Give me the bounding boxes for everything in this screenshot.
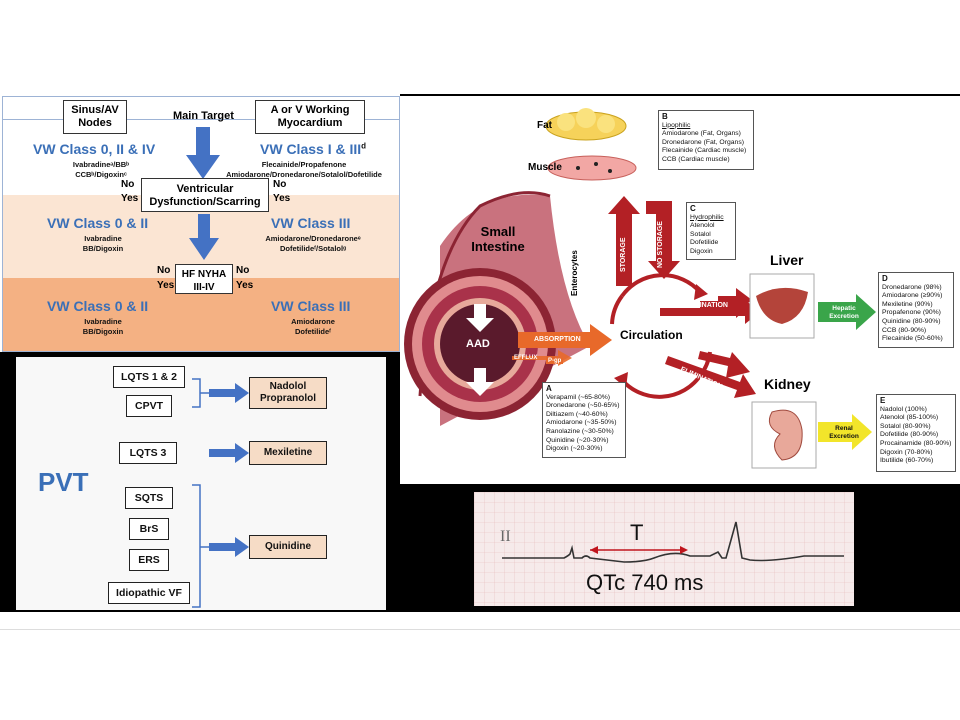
ventricular-dysfunction-box: Ventricular Dysfunction/Scarring [141,178,269,212]
yes-right-2: Yes [236,280,254,291]
pgp-label: P-gp [546,358,564,364]
storage-label: STORAGE [620,237,627,273]
info-box-a: A Verapamil (~65-80%) Dronedarone (~50-6… [542,382,626,458]
condition-ers: ERS [129,549,169,571]
slide-bottom-rule [0,629,960,630]
black-panel-top-right [400,94,960,96]
top-right-drugs-1: Flecainide/Propafenone [261,160,347,169]
bot-left-drugs-1: Ivabradine [84,317,122,326]
no-right-2: No [236,265,250,276]
no-storage-label: NO STORAGE [657,221,664,268]
renal-label: Renal Excretion [829,425,859,440]
absorption-label: ABSORPTION [534,336,581,343]
ecg-t-label: T [630,520,644,545]
renal-arrow [818,414,872,450]
hepatic-label: Hepatic Excretion [829,305,859,320]
down-arrow-1 [186,127,220,179]
condition-idiopathic-vf: Idiopathic VF [108,582,190,604]
muscle-label: Muscle [528,162,562,173]
ecg-lead-label: II [500,528,511,545]
yes-left-2: Yes [157,280,175,291]
fat-label: Fat [537,120,552,131]
pvt-panel: PVT LQTS 1 & 2 CPVT LQTS 3 SQTS BrS ERS … [16,357,386,610]
absorption-arrow [518,324,612,356]
ecg-qtc-label: QTc 740 ms [586,570,704,595]
ecg-trace [502,521,844,563]
pvt-title: PVT [38,467,89,497]
efflux-arrow [512,350,572,366]
a-or-v-box: A or V Working Myocardium [255,100,365,134]
main-target-label: Main Target [173,110,234,122]
bot-right-class: VW Class III [271,298,351,314]
mid-left-drugs-2: BB/Digoxin [82,244,124,253]
enterocytes-label: Enterocytes [570,250,579,296]
no-left-2: No [157,265,171,276]
muscle-illustration [547,155,637,181]
bot-right-drugs-2: Dofetilideᶠ [295,327,331,336]
liver-label: Liver [770,252,804,268]
ecg-drawing [474,492,854,606]
yes-right-1: Yes [273,193,291,204]
no-right-1: No [273,179,287,190]
small-intestine-label: Small Intestine [471,224,525,254]
pvt-brackets [192,378,210,608]
info-box-d: D Dronedarone (98%) Amiodarone (≥90%) Me… [878,272,954,348]
mid-left-class: VW Class 0 & II [47,215,149,231]
circulation-label: Circulation [620,328,683,342]
arrow-to-nadolol [209,383,249,403]
aad-arrow-bottom [466,368,494,396]
mid-right-class: VW Class III [271,215,351,231]
mid-left-drugs-1: Ivabradine [84,234,122,243]
top-right-drugs-2: Amiodarone/Dronedarone/Sotalol/Dofetilid… [226,170,382,179]
hepatic-arrow [818,294,876,330]
therapy-nadolol-propranolol: Nadolol Propranolol [249,377,327,409]
pharmacokinetics-panel: Fat Muscle Small Intestine Enterocytes A… [400,96,960,484]
no-left-1: No [121,179,135,190]
ecg-strip: II T QTc 740 ms [474,492,854,606]
efflux-label: EFFLUX [514,355,538,361]
condition-lqts3: LQTS 3 [119,442,177,464]
pharm-drawing [404,108,876,469]
top-right-class: VW Class I & IIId [260,141,367,157]
top-left-drugs-1: Ivabradineᵃ/BBᵇ [72,160,130,169]
top-left-drugs-2: CCBᵇ/Digoxinᶜ [75,170,127,179]
aad-label: AAD [466,338,490,350]
info-box-e: E Nadolol (100%) Atenolol (85-100%) Sota… [876,394,956,472]
mid-right-drugs-1: Amiodarone/Dronedaroneᵉ [265,234,361,243]
no-storage-arrow [646,201,680,279]
mid-right-drugs-2: Dofetilideᶠ/Sotalolᵍ [280,244,346,253]
condition-lqts12: LQTS 1 & 2 [113,366,185,388]
liver-illustration [756,287,808,324]
info-box-c: C Hydrophilic Atenolol Sotalol Dofetilid… [686,202,736,260]
bot-right-drugs-1: Amiodarone [291,317,335,326]
top-left-class: VW Class 0, II & IV [33,141,156,157]
af-flowchart: Sinus/AV Nodes Main Target A or V Workin… [2,96,400,352]
condition-brs: BrS [129,518,169,540]
down-arrow-2 [189,214,219,260]
bot-left-drugs-2: BB/Digoxin [82,327,124,336]
condition-sqts: SQTS [125,487,173,509]
arrow-to-quinidine [209,537,249,557]
aad-arrow-top [466,304,494,332]
condition-cpvt: CPVT [126,395,172,417]
elimination-label-liver: ELIMINATION [683,302,728,309]
storage-arrow [608,196,640,286]
bot-left-class: VW Class 0 & II [47,298,149,314]
yes-left-1: Yes [121,193,139,204]
sinus-av-box: Sinus/AV Nodes [63,100,127,134]
kidney-label: Kidney [764,376,811,392]
elimination-arrow-kidney [698,351,750,378]
hf-nyha-box: HF NYHA III-IV [175,264,233,294]
therapy-mexiletine: Mexiletine [249,441,327,465]
arrow-to-mexiletine [209,443,249,463]
info-box-b: B Lipophilic Amiodarone (Fat, Organs) Dr… [658,110,754,170]
kidney-illustration [768,409,803,461]
therapy-quinidine: Quinidine [249,535,327,559]
